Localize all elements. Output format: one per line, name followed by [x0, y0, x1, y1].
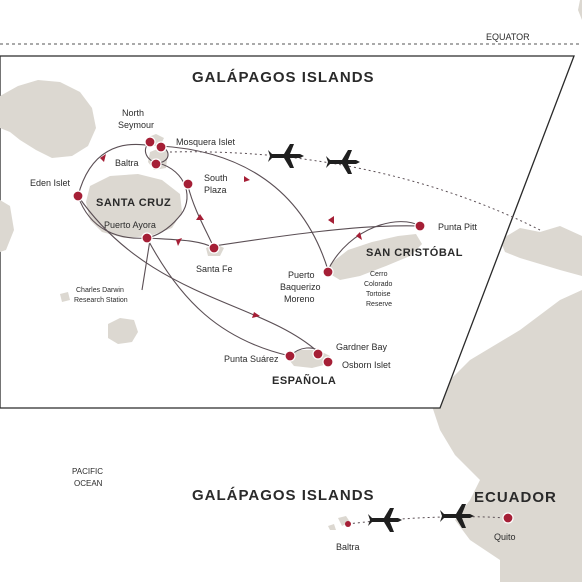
- route-arrow: [328, 216, 334, 224]
- label-quito: Quito: [494, 532, 516, 542]
- label-puerto-baquerizo-1: Puerto: [288, 270, 315, 280]
- label-mosquera-islet: Mosquera Islet: [176, 137, 236, 147]
- stop-quito[interactable]: [502, 512, 514, 524]
- plane-icon-2: [326, 150, 360, 174]
- route-baltra-baquerizo: [159, 145, 329, 271]
- stop-south-plaza[interactable]: [182, 178, 194, 190]
- route-arrow: [244, 176, 250, 182]
- stop-punta-suarez[interactable]: [284, 350, 296, 362]
- label-charles-darwin-2: Research Station: [74, 297, 128, 304]
- label-puerto-baquerizo-3: Moreno: [284, 294, 315, 304]
- label-puerto-baquerizo-2: Baquerizo: [280, 282, 321, 292]
- label-punta-pitt: Punta Pitt: [438, 222, 478, 232]
- equator-label: EQUATOR: [486, 32, 530, 42]
- label-osborn-islet: Osborn Islet: [342, 360, 391, 370]
- stop-markers: [72, 136, 426, 368]
- floreana-island: [108, 318, 138, 344]
- label-gardner-bay: Gardner Bay: [336, 342, 388, 352]
- darwin-leader-line: [141, 239, 151, 291]
- label-baltra: Baltra: [115, 158, 139, 168]
- route-ayora-espanola: [146, 237, 291, 357]
- route-arrows: [100, 154, 362, 318]
- label-cerro-3: Tortoise: [366, 291, 391, 298]
- ocean-label-2: OCEAN: [74, 479, 103, 488]
- label-punta-suarez: Punta Suárez: [224, 354, 279, 364]
- label-cerro-1: Cerro: [370, 271, 388, 278]
- route-espanola-eden: [77, 195, 319, 353]
- stop-osborn-islet[interactable]: [322, 356, 334, 368]
- label-san-cristobal: SAN CRISTÓBAL: [366, 246, 463, 259]
- stop-puerto-baquerizo[interactable]: [322, 266, 334, 278]
- plane-icon-1: [268, 144, 304, 168]
- label-overview-baltra: Baltra: [336, 542, 360, 552]
- stop-puerto-ayora[interactable]: [141, 232, 153, 244]
- route-arrow: [196, 214, 204, 220]
- label-south-plaza-1: South: [204, 173, 228, 183]
- fernandina-island: [0, 200, 14, 252]
- label-north-seymour-2: Seymour: [118, 120, 154, 130]
- isabela-north-island: [0, 80, 96, 158]
- label-puerto-ayora: Puerto Ayora: [104, 220, 156, 230]
- stop-santa-fe[interactable]: [208, 242, 220, 254]
- route-arrow: [100, 154, 106, 162]
- inset-frame: [0, 55, 575, 409]
- label-santa-fe: Santa Fe: [196, 264, 233, 274]
- plane-icon-4: [440, 504, 474, 528]
- route-plaza-ayora: [146, 162, 188, 239]
- label-eden-islet: Eden Islet: [30, 178, 71, 188]
- label-santa-cruz: SANTA CRUZ: [96, 197, 171, 209]
- inset-islands: [0, 80, 422, 368]
- stop-eden-islet[interactable]: [72, 190, 84, 202]
- route-santafe-pitt: [213, 225, 421, 247]
- label-cerro-4: Reserve: [366, 301, 392, 308]
- flight-path-overview: [347, 516, 507, 525]
- ocean-label-1: PACIFIC: [72, 467, 103, 476]
- label-north-seymour-1: North: [122, 108, 144, 118]
- label-south-plaza-2: Plaza: [204, 185, 227, 195]
- stop-gardner-bay[interactable]: [312, 348, 324, 360]
- label-cerro-2: Colorado: [364, 281, 393, 288]
- stop-overview-baltra[interactable]: [345, 521, 351, 527]
- san-cristobal-island: [330, 234, 422, 280]
- stop-mosquera-islet[interactable]: [155, 141, 167, 153]
- inset-title: GALÁPAGOS ISLANDS: [192, 69, 375, 86]
- overview-galapagos-title: GALÁPAGOS ISLANDS: [192, 487, 375, 504]
- overview-ecuador-title: ECUADOR: [474, 489, 557, 506]
- stop-north-seymour[interactable]: [144, 136, 156, 148]
- route-baltra-eden: [77, 143, 153, 197]
- label-espanola: ESPAÑOLA: [272, 374, 336, 387]
- route-arrow: [356, 232, 362, 240]
- santa-cruz-island: [86, 174, 182, 238]
- stop-baltra[interactable]: [150, 158, 162, 170]
- route-lines: [77, 141, 421, 357]
- route-arrow: [252, 312, 260, 318]
- route-arrow: [176, 238, 182, 246]
- plane-icon-3: [368, 508, 402, 532]
- route-pitt-baquerizo: [327, 221, 421, 271]
- small-island: [60, 292, 70, 302]
- stop-punta-pitt[interactable]: [414, 220, 426, 232]
- label-charles-darwin-1: Charles Darwin: [76, 287, 124, 294]
